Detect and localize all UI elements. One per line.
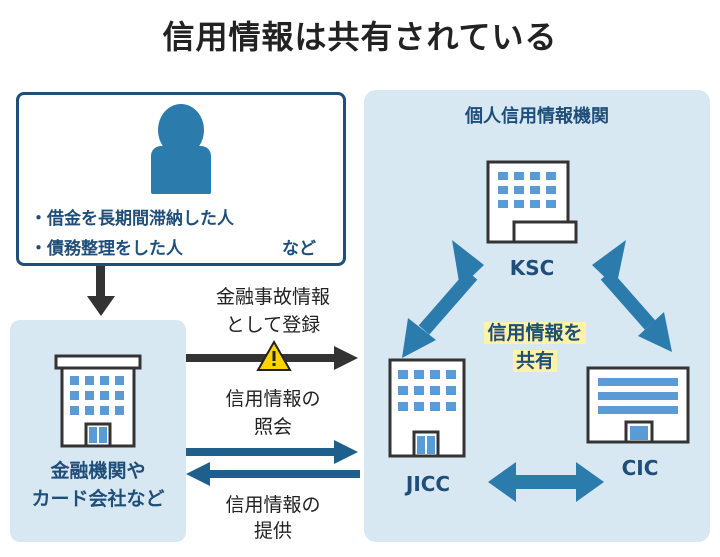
shared-label-text-1: 信用情報を bbox=[484, 322, 586, 344]
sharing-arrows-icon bbox=[402, 240, 672, 502]
page-title: 信用情報は共有されている bbox=[162, 18, 558, 56]
provide-label-line2: 提供 bbox=[253, 520, 292, 542]
inquiry-label-line2: 照会 bbox=[253, 416, 292, 438]
financial-label-line1: 金融機関や bbox=[50, 460, 146, 482]
register-label-line1: 金融事故情報 bbox=[215, 286, 330, 308]
jicc-building-icon bbox=[388, 358, 466, 458]
shared-label-text-2: 共有 bbox=[512, 350, 557, 372]
cic-label: CIC bbox=[621, 456, 659, 480]
jicc-label: JICC bbox=[405, 472, 451, 496]
down-arrow-icon bbox=[87, 266, 115, 316]
shared-label-line2: 共有 bbox=[470, 346, 600, 373]
register-arrow-icon bbox=[186, 346, 358, 370]
provide-label-line1: 信用情報の bbox=[225, 494, 321, 516]
inquiry-arrow-icon bbox=[186, 440, 358, 464]
financial-label-line2: カード会社など bbox=[31, 488, 165, 510]
ksc-label: KSC bbox=[509, 256, 555, 280]
ksc-building-icon bbox=[486, 160, 578, 244]
debtor-item-2: ・債務整理をした人 bbox=[30, 239, 183, 259]
warning-icon bbox=[256, 340, 292, 371]
inquiry-label-line1: 信用情報の bbox=[225, 388, 321, 410]
credit-bureau-title: 個人信用情報機関 bbox=[465, 106, 609, 127]
debtor-suffix: など bbox=[282, 239, 316, 259]
register-label-line2: として登録 bbox=[225, 314, 321, 336]
debtor-item-1: ・借金を長期間滞納した人 bbox=[30, 209, 234, 229]
provide-arrow-icon bbox=[186, 462, 360, 486]
shared-label-line1: 信用情報を bbox=[470, 318, 600, 345]
person-icon bbox=[151, 146, 211, 194]
building-icon bbox=[54, 354, 142, 448]
cic-building-icon bbox=[586, 366, 690, 444]
